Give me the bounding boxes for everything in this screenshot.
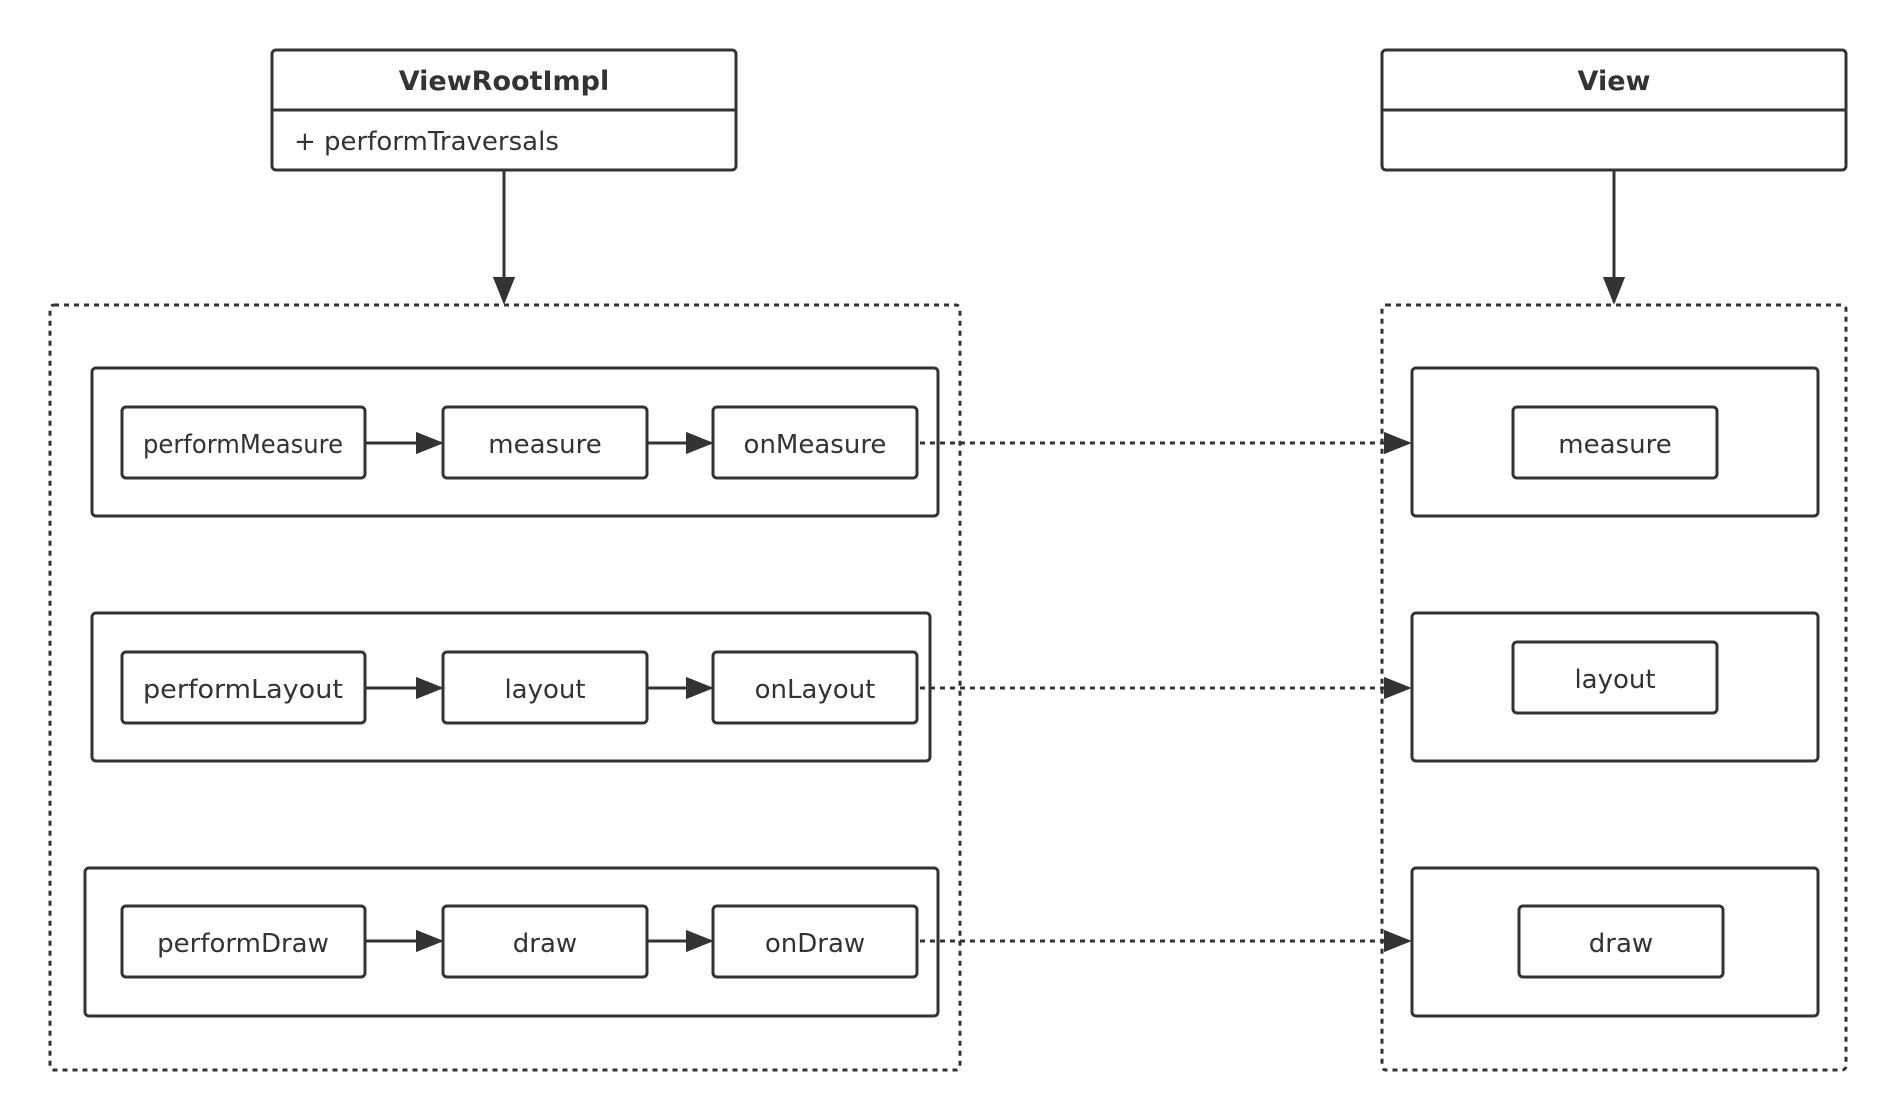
node-view-layout: layout: [1511, 640, 1719, 715]
class-viewrootimpl-member: + performTraversals: [294, 127, 559, 157]
node-view-measure-label: measure: [1558, 430, 1671, 460]
node-performlayout: performLayout: [120, 650, 367, 725]
class-viewrootimpl: ViewRootImpl + performTraversals: [270, 48, 738, 172]
class-viewrootimpl-title: ViewRootImpl: [399, 66, 610, 97]
node-draw-label: draw: [513, 929, 577, 959]
node-layout-label: layout: [504, 675, 585, 705]
node-view-measure: measure: [1511, 405, 1719, 480]
node-performmeasure-label: performMeasure: [143, 430, 343, 460]
node-onlayout: onLayout: [711, 650, 919, 725]
right-dashed-group: [1380, 303, 1848, 1072]
node-view-draw-label: draw: [1589, 929, 1653, 959]
node-view-draw: draw: [1517, 904, 1725, 979]
node-onmeasure-label: onMeasure: [744, 430, 887, 460]
node-view-layout-label: layout: [1574, 665, 1655, 695]
node-performlayout-label: performLayout: [143, 675, 343, 705]
node-ondraw: onDraw: [711, 904, 919, 979]
node-performdraw-label: performDraw: [157, 929, 329, 959]
node-onmeasure: onMeasure: [711, 405, 919, 480]
left-dashed-group: [48, 303, 962, 1072]
node-measure-label: measure: [488, 430, 601, 460]
node-draw: draw: [441, 904, 649, 979]
node-onlayout-label: onLayout: [755, 675, 876, 705]
node-performmeasure: performMeasure: [120, 405, 367, 480]
node-performdraw: performDraw: [120, 904, 367, 979]
node-measure: measure: [441, 405, 649, 480]
node-ondraw-label: onDraw: [765, 929, 865, 959]
class-view: View: [1380, 48, 1848, 172]
class-view-title: View: [1578, 66, 1651, 97]
node-layout: layout: [441, 650, 649, 725]
